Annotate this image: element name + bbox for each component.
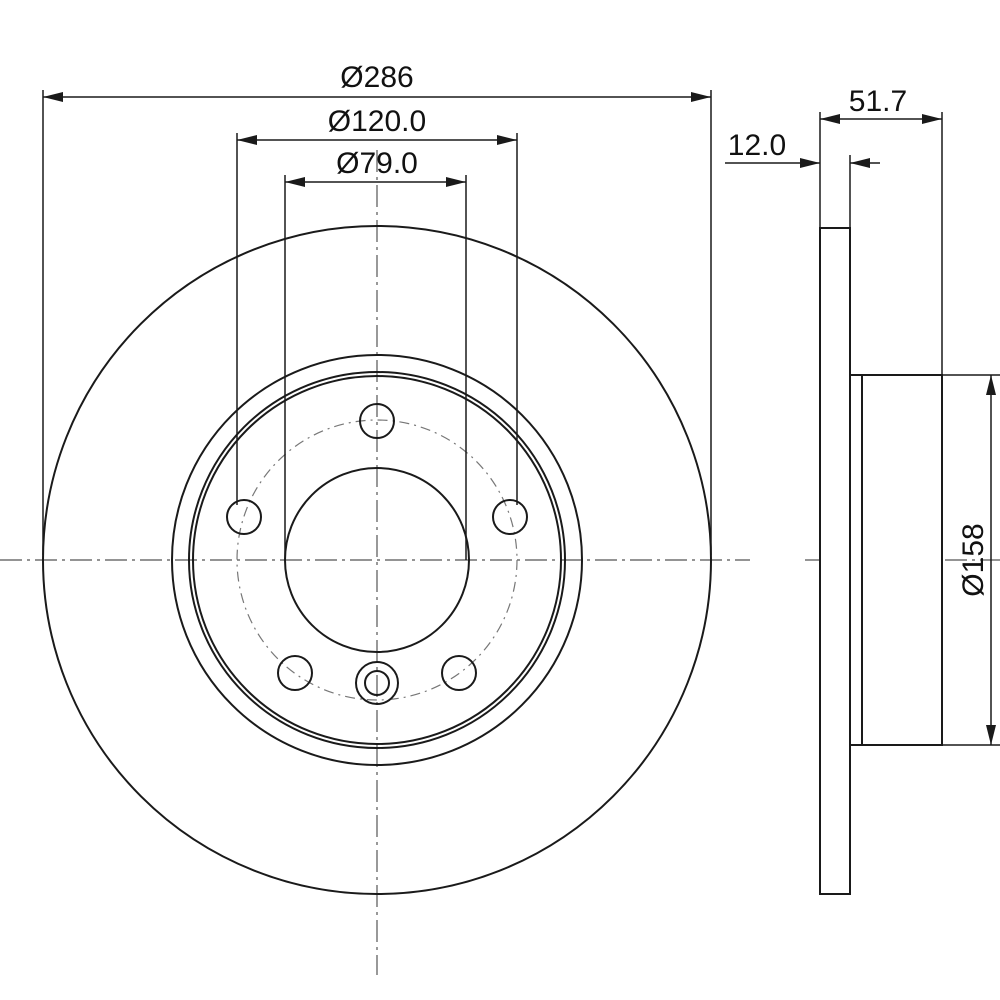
arrowhead (285, 177, 305, 187)
arrowhead (497, 135, 517, 145)
arrowhead (446, 177, 466, 187)
dimension-overall-height: 51.7 (819, 85, 943, 375)
bolt-hole-top (359, 403, 395, 439)
side-view (805, 227, 1000, 895)
locating-screw-hole-outer (355, 661, 399, 705)
arrowhead (800, 158, 820, 168)
arrowhead (691, 92, 711, 102)
hat-outer-ring (171, 354, 583, 766)
outer-diameter-label: Ø286 (340, 61, 413, 94)
bolt-hole-bottom-right (441, 655, 477, 691)
hat-inner-ring-2 (192, 375, 562, 745)
bolt-circle (236, 419, 518, 701)
bolt-hole-left (226, 499, 262, 535)
bolt-circle-diameter-label: Ø120.0 (328, 105, 426, 138)
dimension-outer-diameter: Ø286 (42, 61, 712, 555)
dimension-disc-thickness: 12.0 (725, 129, 880, 228)
arrowhead (820, 114, 840, 124)
bolt-hole-bottom-left (277, 655, 313, 691)
hat-section (849, 374, 943, 746)
dimension-center-bore-diameter: Ø79.0 (284, 147, 467, 560)
arrowhead (237, 135, 257, 145)
arrowhead (986, 725, 996, 745)
front-view (0, 150, 750, 975)
disc-thickness-label: 12.0 (728, 129, 786, 162)
dimension-bolt-circle-diameter: Ø120.0 (236, 105, 518, 505)
overall-height-label: 51.7 (849, 85, 907, 118)
locating-screw-hole-inner (364, 670, 390, 696)
disc-outer-edge (42, 225, 712, 895)
arrowhead (43, 92, 63, 102)
hat-diameter-label: Ø158 (957, 523, 990, 596)
arrowhead (986, 375, 996, 395)
disc-friction-ring-section (819, 227, 851, 895)
arrowhead (850, 158, 870, 168)
hat-inner-ring-1 (188, 371, 566, 749)
dimension-hat-diameter: Ø158 (942, 374, 1000, 746)
arrowhead (922, 114, 942, 124)
center-bore-diameter-label: Ø79.0 (336, 147, 418, 180)
bolt-hole-right (492, 499, 528, 535)
